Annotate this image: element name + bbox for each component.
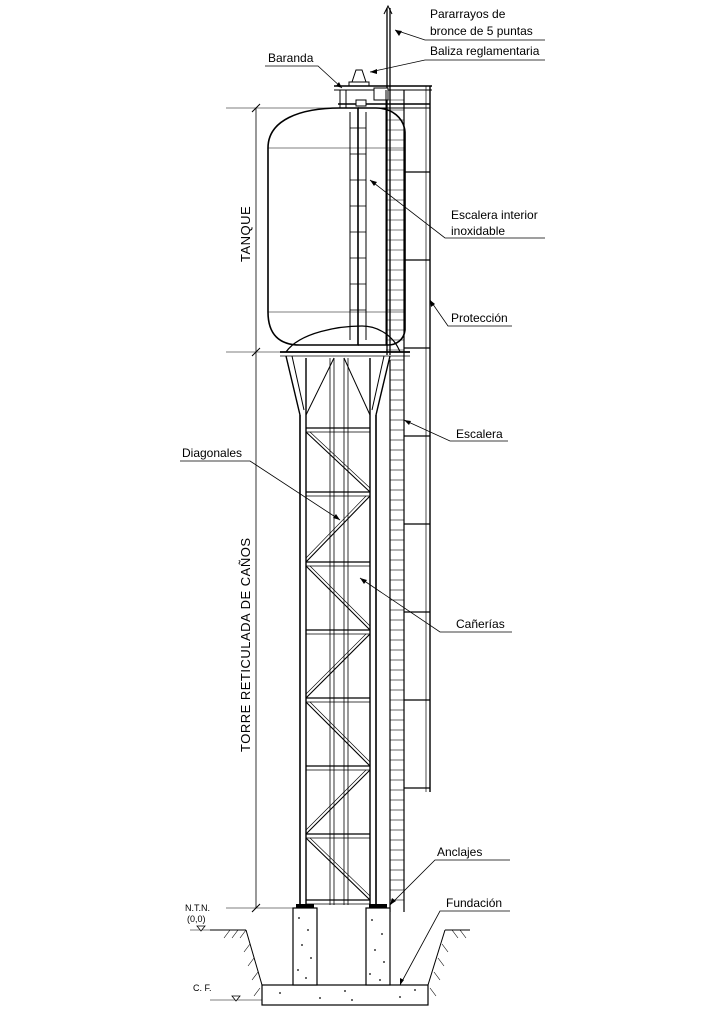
cf-level-marker [210, 995, 262, 1002]
tower-diagonal [309, 431, 371, 489]
ntn-value: (0,0) [187, 914, 206, 924]
label-escalera-interior-line1: Escalera interior [451, 208, 538, 222]
foundation [210, 904, 470, 1006]
label-pararrayos-line2: bronce de 5 puntas [430, 24, 533, 38]
tower-diagonal [305, 769, 371, 835]
label-canerias: Cañerías [456, 617, 505, 631]
tower-diagonal [305, 633, 367, 695]
ntn-label: N.T.N. [185, 903, 210, 913]
tower-diagonal [305, 769, 367, 831]
label-anclajes: Anclajes [437, 845, 482, 859]
label-fundacion: Fundación [446, 896, 502, 910]
label-baliza: Baliza reglamentaria [430, 44, 540, 58]
tower-diagonals [305, 431, 371, 901]
label-escalera-interior-line2: inoxidable [451, 224, 505, 238]
tank-dimension-label: TANQUE [238, 206, 253, 262]
lightning-rod [383, 4, 393, 355]
tower-diagonal [305, 837, 371, 901]
interior-ladder-rungs [350, 127, 366, 311]
tower-diagonal [305, 633, 371, 699]
lattice-tower [285, 355, 391, 905]
callout-leaders [180, 29, 545, 986]
tower-diagonal [309, 701, 371, 763]
ntn-level-marker [190, 925, 212, 932]
label-diagonales: Diagonales [182, 446, 242, 460]
top-railing [334, 85, 432, 109]
callout-arrowheads [333, 30, 435, 985]
label-pararrayos-line1: Pararrayos de [430, 7, 506, 21]
ladder-rungs [386, 99, 404, 901]
tank [267, 107, 410, 357]
beacon [348, 69, 370, 87]
label-baranda: Baranda [268, 51, 314, 65]
tower-diagonal [305, 701, 371, 767]
label-escalera: Escalera [456, 427, 503, 441]
tower-dimension [226, 352, 296, 913]
label-proteccion: Protección [451, 311, 508, 325]
cf-label: C. F. [193, 983, 212, 993]
tower-dimension-label: TORRE RETICULADA DE CAÑOS [238, 537, 253, 752]
tower-diagonal [305, 495, 371, 563]
tower-diagonal [305, 431, 371, 493]
protection-cage-hoops [404, 171, 430, 789]
tower-diagonal [309, 565, 371, 627]
tower-diagonal [305, 495, 367, 559]
tower-diagonal [305, 565, 371, 631]
tower-horizontals [306, 427, 370, 905]
tower-diagonal [309, 837, 371, 897]
